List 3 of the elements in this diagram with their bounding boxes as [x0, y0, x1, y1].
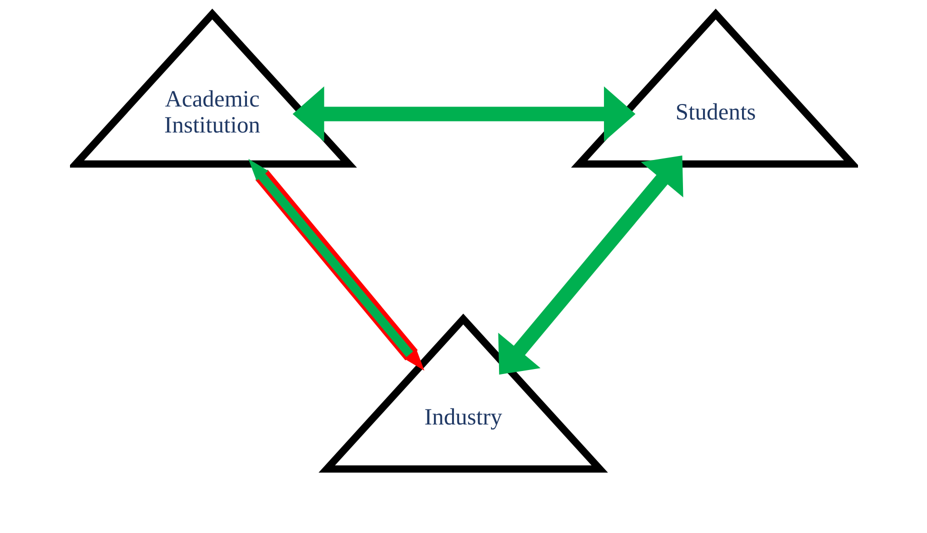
- arrow: [498, 156, 683, 375]
- arrow: [248, 158, 424, 371]
- arrow: [292, 86, 635, 142]
